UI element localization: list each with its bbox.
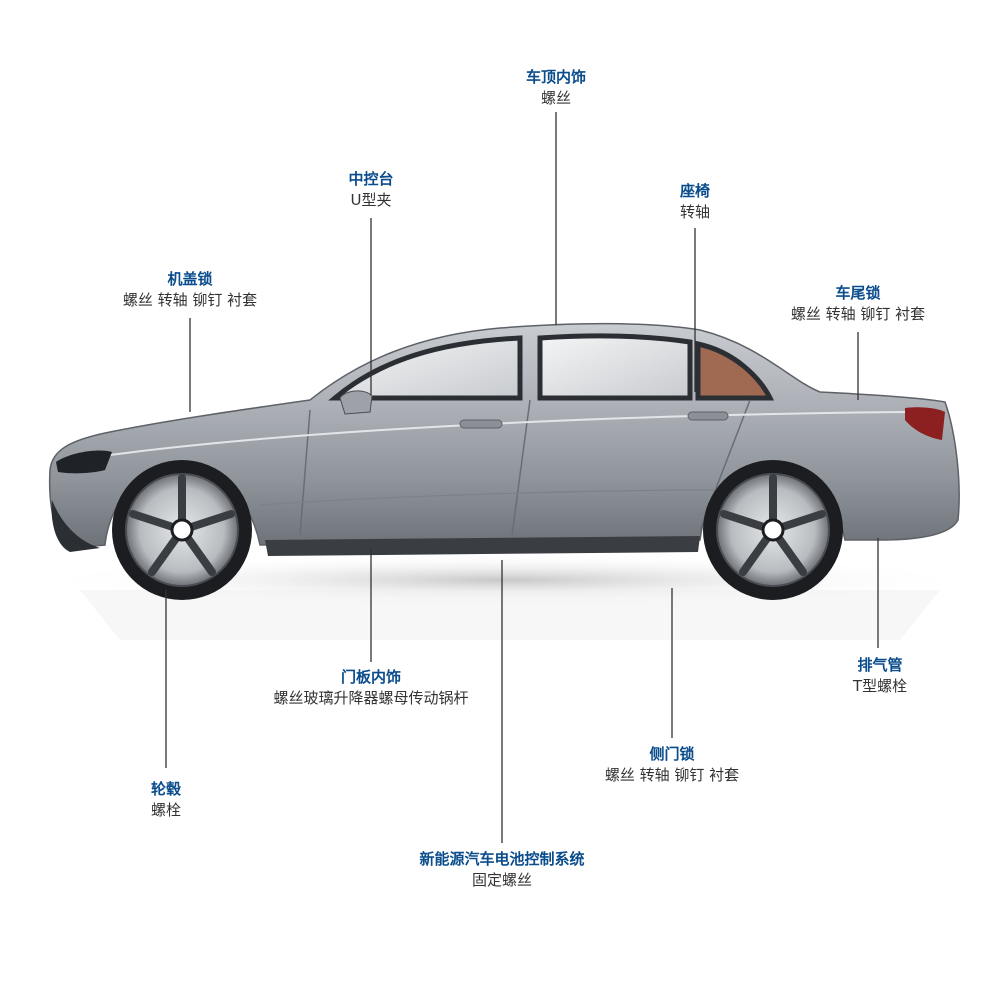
callout-title: 轮毂 bbox=[150, 780, 181, 798]
taillight bbox=[905, 407, 945, 440]
front-bumper-intake bbox=[51, 500, 100, 552]
callout-subtitle: 固定螺丝 bbox=[471, 870, 532, 889]
callout-subtitle: U型夹 bbox=[350, 190, 392, 209]
callout-subtitle: 螺丝 转轴 铆钉 衬套 bbox=[790, 304, 926, 323]
callout-title: 侧门锁 bbox=[649, 745, 695, 763]
callout-title: 排气管 bbox=[857, 656, 903, 674]
front-window bbox=[328, 335, 523, 401]
front-door-line bbox=[299, 409, 311, 536]
headlight bbox=[56, 450, 112, 474]
callout-door-trim: 门板内饰 螺丝玻璃升降器螺母传动锅杆 bbox=[211, 668, 531, 708]
middle-window bbox=[537, 333, 693, 401]
callout-title: 门板内饰 bbox=[340, 668, 401, 686]
callout-subtitle: 螺丝 转轴 铆钉 衬套 bbox=[122, 290, 258, 309]
side-mirror bbox=[339, 390, 373, 415]
callout-title: 车尾锁 bbox=[835, 284, 881, 302]
callout-title: 座椅 bbox=[679, 182, 710, 200]
callout-trunk-lock: 车尾锁 螺丝 转轴 铆钉 衬套 bbox=[698, 284, 1000, 324]
side-sill bbox=[265, 536, 700, 556]
callout-ev-battery: 新能源汽车电池控制系统 固定螺丝 bbox=[342, 850, 662, 890]
rear-window bbox=[695, 340, 775, 401]
callout-subtitle: 螺丝 转轴 铆钉 衬套 bbox=[604, 765, 740, 784]
callout-roof-trim: 车顶内饰 螺丝 bbox=[396, 68, 716, 108]
callout-subtitle: 螺丝 bbox=[540, 88, 571, 107]
rear-door-handle bbox=[687, 411, 729, 421]
callout-title: 中控台 bbox=[348, 170, 394, 188]
bmw-roundel-icon bbox=[170, 518, 194, 542]
callout-console: 中控台 U型夹 bbox=[211, 170, 531, 210]
callout-seat: 座椅 转轴 bbox=[535, 182, 855, 222]
callout-subtitle: T型螺栓 bbox=[852, 676, 908, 695]
callout-subtitle: 转轴 bbox=[679, 202, 710, 221]
car-reflection bbox=[80, 590, 940, 640]
rear-wheel bbox=[703, 460, 843, 600]
body-crease bbox=[259, 489, 721, 506]
callout-hood-lock: 机盖锁 螺丝 转轴 铆钉 衬套 bbox=[30, 270, 350, 310]
callout-title: 车顶内饰 bbox=[525, 68, 586, 86]
front-wheel bbox=[112, 460, 252, 600]
callout-title: 机盖锁 bbox=[167, 270, 213, 288]
callout-subtitle: 螺丝玻璃升降器螺母传动锅杆 bbox=[273, 688, 469, 707]
callout-wheel-hub: 轮毂 螺栓 bbox=[6, 780, 326, 820]
bmw-roundel-icon bbox=[761, 518, 785, 542]
front-door-handle bbox=[459, 419, 503, 429]
callout-side-door-lock: 侧门锁 螺丝 转轴 铆钉 衬套 bbox=[512, 745, 832, 785]
callout-subtitle: 螺栓 bbox=[150, 800, 181, 819]
callout-exhaust: 排气管 T型螺栓 bbox=[720, 656, 1000, 696]
callout-title: 新能源汽车电池控制系统 bbox=[419, 850, 585, 868]
